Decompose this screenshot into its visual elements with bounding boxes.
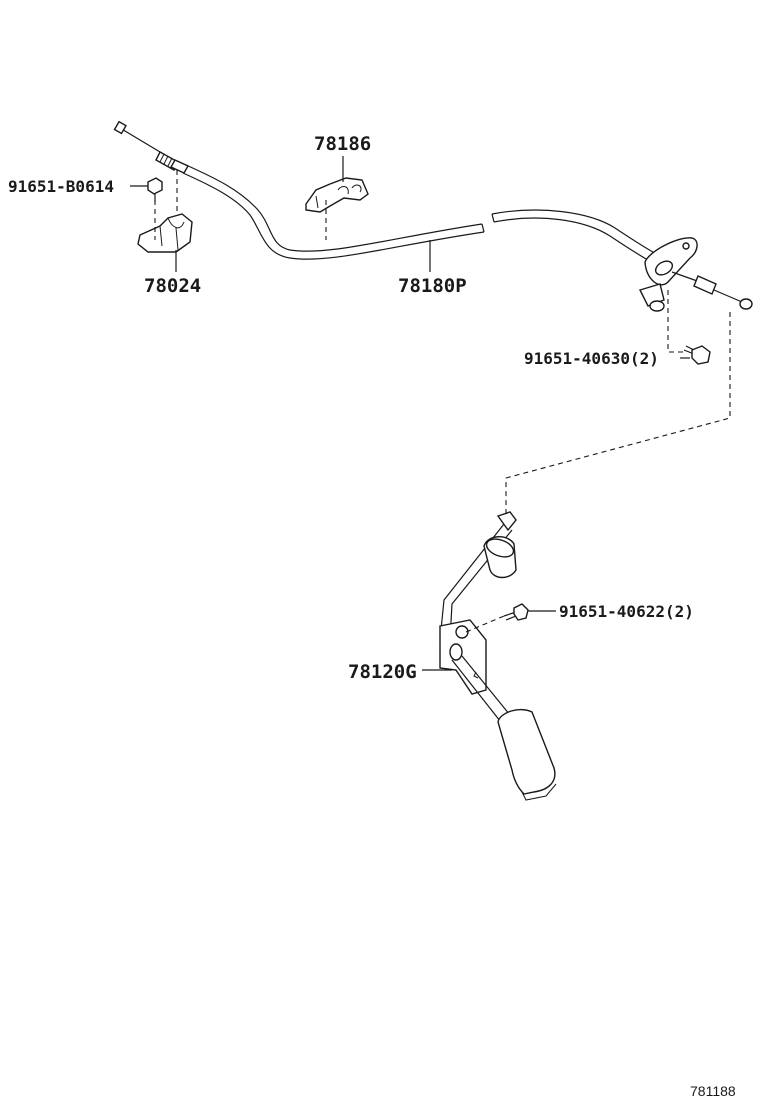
pedal-arm-lower-left	[451, 659, 505, 727]
callout-78180p: 78180P	[398, 275, 467, 297]
accelerator-pedal-part	[439, 511, 557, 801]
callout-78120g: 78120G	[348, 661, 417, 683]
cable-casing-upper-edge-2	[491, 209, 661, 257]
bolt-b0614-part	[147, 177, 163, 202]
callout-78186: 78186	[314, 133, 371, 155]
diagram-reference-number: 781188	[690, 1083, 736, 1099]
bracket-hole-small	[682, 242, 690, 250]
callout-78024: 78024	[144, 275, 201, 297]
assembly-dashed-lines	[154, 170, 731, 633]
cable-casing-upper-edge	[185, 164, 483, 252]
cable-end-ball	[739, 298, 753, 310]
callout-91651-40630: 91651-40630(2)	[524, 349, 659, 368]
pedal-pivot-boss	[449, 643, 463, 661]
leader-lines	[130, 156, 690, 671]
cable-casing-lower-edge-2	[493, 217, 656, 265]
pedal-arm-lower-right	[461, 655, 515, 721]
clamp-78024-part	[137, 213, 193, 253]
cable-adjuster	[155, 151, 189, 174]
callout-91651-b0614: 91651-B0614	[8, 177, 114, 196]
bolt-40622-part	[503, 603, 529, 621]
pedal-pivot-bolt	[455, 625, 469, 639]
pedal-pad	[497, 708, 556, 795]
cable-inner-wire-right	[671, 271, 701, 283]
cable-inner-wire-left	[119, 127, 166, 156]
cable-casing-lower-edge	[182, 172, 485, 260]
bolt-40630-part	[683, 345, 711, 365]
cable-end-sleeve-right	[693, 275, 717, 295]
accelerator-cable	[113, 120, 753, 312]
clamp-78186-part	[305, 177, 369, 213]
bracket-clip-grommet	[649, 300, 665, 312]
callout-91651-40622: 91651-40622(2)	[559, 602, 694, 621]
cable-end-fitting-left	[113, 120, 127, 135]
bracket-bolt-hole	[654, 260, 674, 276]
